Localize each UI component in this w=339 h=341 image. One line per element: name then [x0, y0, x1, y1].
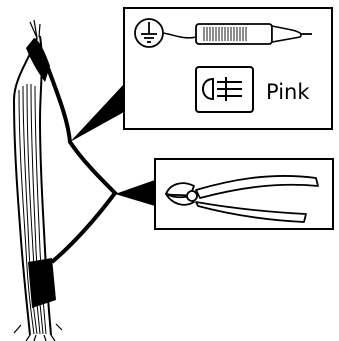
tape-wrap-bottom [28, 258, 56, 308]
fog-light-symbol-icon [196, 67, 253, 112]
exposed-wire [48, 68, 115, 262]
callout-pointer-bottom [115, 180, 155, 206]
wire-harness [14, 20, 115, 341]
callout-box-top: Pink [124, 8, 332, 129]
ground-symbol-icon [135, 19, 163, 47]
tape-wrap-top [26, 38, 50, 82]
frayed-end-top [30, 20, 40, 38]
callout-box-bottom [155, 159, 333, 229]
callout-pointer-top [70, 84, 124, 142]
wire-color-label: Pink [266, 80, 310, 104]
frayed-end-bottom [14, 324, 62, 341]
